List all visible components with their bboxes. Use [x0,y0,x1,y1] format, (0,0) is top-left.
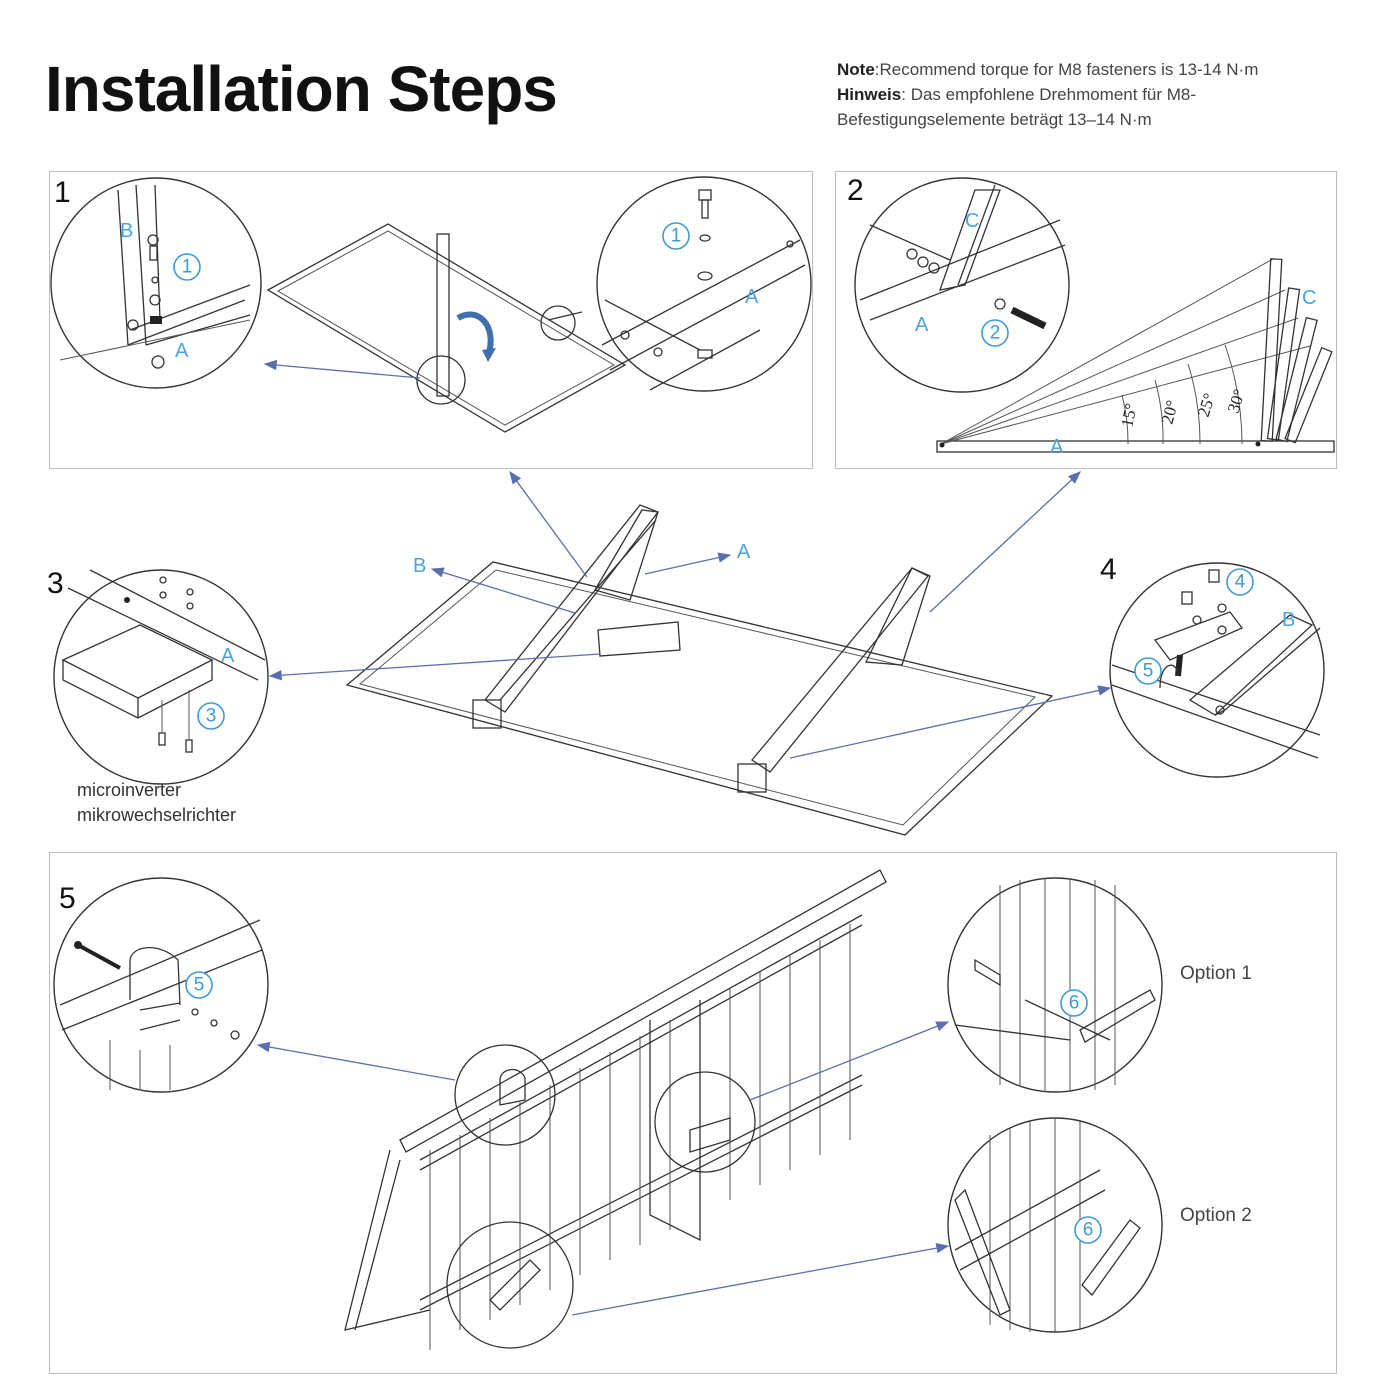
step-2-detail [854,177,1070,393]
step-2-number: 2 [847,174,864,207]
step-4-number: 4 [1100,553,1117,586]
step-1-detail-left [50,177,262,389]
step-3-detail [53,569,269,785]
svg-text:1: 1 [182,257,193,278]
note-english: Note:Recommend torque for M8 fasteners i… [837,60,1259,79]
angle-30: 30° [1224,387,1249,416]
callout-4: 4 [1226,568,1254,596]
rotate-arrow-icon [456,311,494,357]
svg-text:5: 5 [194,975,205,996]
note-german-continued: Befestigungselemente beträgt 13–14 N·m [837,110,1152,129]
label-b-center: B [413,555,427,577]
step-2-angle-diagram [929,258,1335,613]
callout-6-option1: 6 [1060,989,1088,1017]
option-1-detail [947,877,1163,1093]
torque-note: Note:Recommend torque for M8 fasteners i… [837,57,1357,132]
svg-text:2: 2 [990,323,1001,344]
angle-20: 20° [1158,398,1183,426]
label-a-step1-left: A [175,340,189,362]
label-a-center: A [737,541,751,563]
callout-5-step4: 5 [1134,657,1162,685]
microinverter-de: mikrowechselrichter [77,805,237,825]
angle-25: 25° [1194,391,1219,420]
label-a-step3: A [221,645,235,667]
callout-1-left: 1 [173,253,201,281]
label-b-step1: B [120,220,134,242]
railing-balusters [429,924,851,1350]
step-4-detail [1109,562,1325,778]
label-a-step2: A [1050,436,1064,458]
step-5-number: 5 [59,882,76,915]
label-b-step4: B [1282,609,1296,631]
center-assembly [268,470,1112,836]
page-title: Installation Steps [45,53,558,125]
callout-1-right: 1 [662,222,690,250]
svg-text:1: 1 [671,226,682,247]
svg-text:6: 6 [1083,1220,1094,1241]
step-1-detail-right [596,176,812,392]
step-3-number: 3 [47,567,64,600]
label-c-step2: C [1302,287,1317,309]
callout-5-step5: 5 [185,971,213,999]
svg-text:5: 5 [1143,661,1154,682]
microinverter-en: microinverter [77,780,182,800]
svg-text:6: 6 [1069,993,1080,1014]
microinverter-caption: microinverter mikrowechselrichter [77,778,236,828]
option-2-detail [947,1117,1163,1333]
angle-15: 15° [1117,402,1141,429]
svg-text:3: 3 [206,706,217,727]
callout-2: 2 [981,319,1009,347]
svg-text:4: 4 [1235,572,1246,593]
label-c-step2-detail: C [965,210,980,232]
balcony-railing [344,869,950,1350]
step-1-number: 1 [54,176,71,209]
note-german: Hinweis: Das empfohlene Drehmoment für M… [837,85,1197,104]
label-a-step2-detail: A [915,314,929,336]
label-a-step1-right: A [745,286,759,308]
option-1-label: Option 1 [1180,963,1252,984]
step-5-detail [53,877,456,1093]
callout-6-option2: 6 [1074,1216,1102,1244]
callout-3: 3 [197,702,225,730]
option-2-label: Option 2 [1180,1205,1252,1226]
step-1-panel-frame [263,223,627,433]
